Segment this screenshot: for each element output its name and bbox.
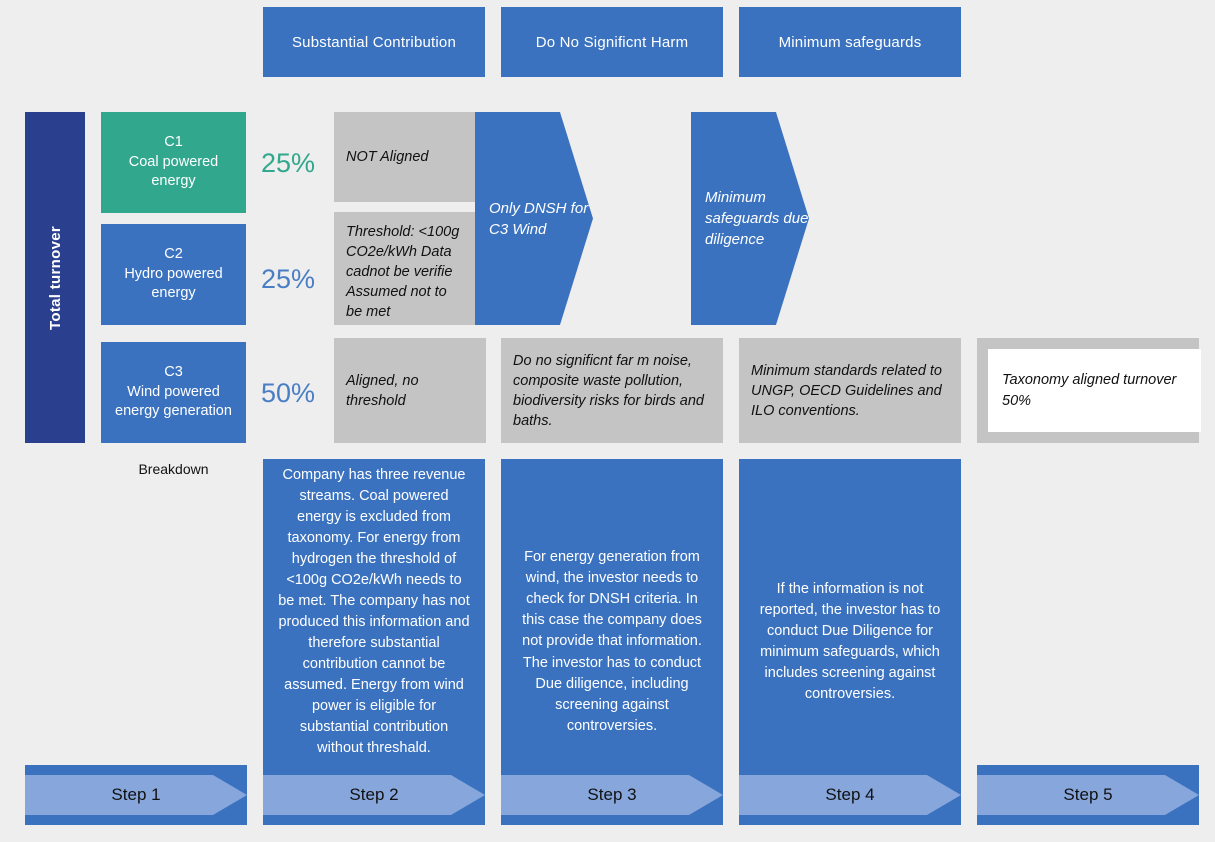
sc-cell-text: Threshold: <100g CO2e/kWh Data cadnot be… bbox=[346, 224, 460, 320]
sc-cell-text: Aligned, no threshold bbox=[346, 372, 419, 409]
dnsh-cell-text: Do no significnt far m noise, composite … bbox=[513, 352, 704, 429]
step-label: Step 2 bbox=[349, 785, 399, 804]
header-label: Substantial Contribution bbox=[291, 33, 457, 51]
safeguards-cell-c3: Minimum standards related to UNGP, OECD … bbox=[739, 338, 961, 443]
explanation-text: If the information is not reported, the … bbox=[759, 580, 941, 703]
category-code: C1 bbox=[164, 134, 183, 151]
category-code: C3 bbox=[164, 364, 183, 381]
header-minimum-safeguards: Minimum safeguards bbox=[739, 7, 961, 77]
minimum-safeguards-arrow-label: Minimum safeguards due diligence bbox=[705, 189, 809, 248]
percent-c3: 50% bbox=[261, 377, 316, 408]
category-box-c3: C3 Wind powered energy generation bbox=[101, 342, 246, 443]
step-5[interactable]: Step 5 bbox=[977, 765, 1199, 825]
step-3-chevron[interactable]: Step 3 bbox=[501, 775, 723, 815]
step-label: Step 1 bbox=[111, 785, 161, 804]
sc-cell-c1: NOT Aligned bbox=[334, 112, 475, 202]
step-label: Step 3 bbox=[587, 785, 637, 804]
safeguards-cell-text: Minimum standards related to UNGP, OECD … bbox=[751, 362, 942, 419]
step-2[interactable]: Step 2 bbox=[263, 765, 485, 825]
step-2-chevron[interactable]: Step 2 bbox=[263, 775, 485, 815]
sc-cell-c3: Aligned, no threshold bbox=[334, 338, 486, 443]
total-turnover-bar: Total turnover bbox=[25, 112, 85, 443]
taxonomy-aligned-result: Taxonomy aligned turnover 50% bbox=[988, 349, 1201, 432]
category-box-c2: C2 Hydro powered energy bbox=[101, 224, 246, 325]
step-1[interactable]: Step 1 bbox=[25, 765, 247, 825]
step-3[interactable]: Step 3 bbox=[501, 765, 723, 825]
dnsh-arrow: Only DNSH for C3 Wind bbox=[475, 112, 593, 325]
dnsh-arrow-label: Only DNSH for C3 Wind bbox=[489, 199, 589, 238]
percent-c1: 25% bbox=[261, 147, 316, 178]
category-box-c1: C1 Coal powered energy bbox=[101, 112, 246, 213]
explanation-panel-step2: Company has three revenue streams. Coal … bbox=[263, 459, 485, 765]
explanation-panel-step3: For energy generation from wind, the inv… bbox=[501, 459, 723, 825]
dnsh-cell-c3: Do no significnt far m noise, composite … bbox=[501, 338, 723, 443]
header-do-no-significant-harm: Do No Significnt Harm bbox=[501, 7, 723, 77]
result-text: Taxonomy aligned turnover 50% bbox=[1002, 372, 1177, 409]
result-frame: Taxonomy aligned turnover 50% bbox=[977, 338, 1201, 443]
category-name: Wind powered energy generation bbox=[115, 383, 232, 420]
header-substantial-contribution: Substantial Contribution bbox=[263, 7, 485, 77]
category-name: Hydro powered energy bbox=[124, 265, 223, 302]
step-4[interactable]: Step 4 bbox=[739, 765, 961, 825]
step-1-chevron[interactable]: Step 1 bbox=[25, 775, 247, 815]
category-name: Coal powered energy bbox=[128, 153, 219, 190]
step-label: Step 5 bbox=[1063, 785, 1113, 804]
minimum-safeguards-arrow: Minimum safeguards due diligence bbox=[691, 112, 809, 325]
category-code: C2 bbox=[164, 246, 183, 263]
total-turnover-label: Total turnover bbox=[46, 225, 64, 330]
sc-cell-c2: Threshold: <100g CO2e/kWh Data cadnot be… bbox=[334, 212, 475, 325]
breakdown-label: Breakdown bbox=[138, 461, 209, 477]
step-5-chevron[interactable]: Step 5 bbox=[977, 775, 1199, 815]
step-4-chevron[interactable]: Step 4 bbox=[739, 775, 961, 815]
header-label: Do No Significnt Harm bbox=[535, 33, 689, 51]
header-label: Minimum safeguards bbox=[778, 33, 922, 51]
step-label: Step 4 bbox=[825, 785, 875, 804]
explanation-text: Company has three revenue streams. Coal … bbox=[278, 466, 470, 757]
explanation-text: For energy generation from wind, the inv… bbox=[522, 549, 702, 734]
percent-c2: 25% bbox=[261, 263, 316, 294]
explanation-panel-step4: If the information is not reported, the … bbox=[739, 459, 961, 825]
sc-cell-text: NOT Aligned bbox=[346, 149, 429, 165]
